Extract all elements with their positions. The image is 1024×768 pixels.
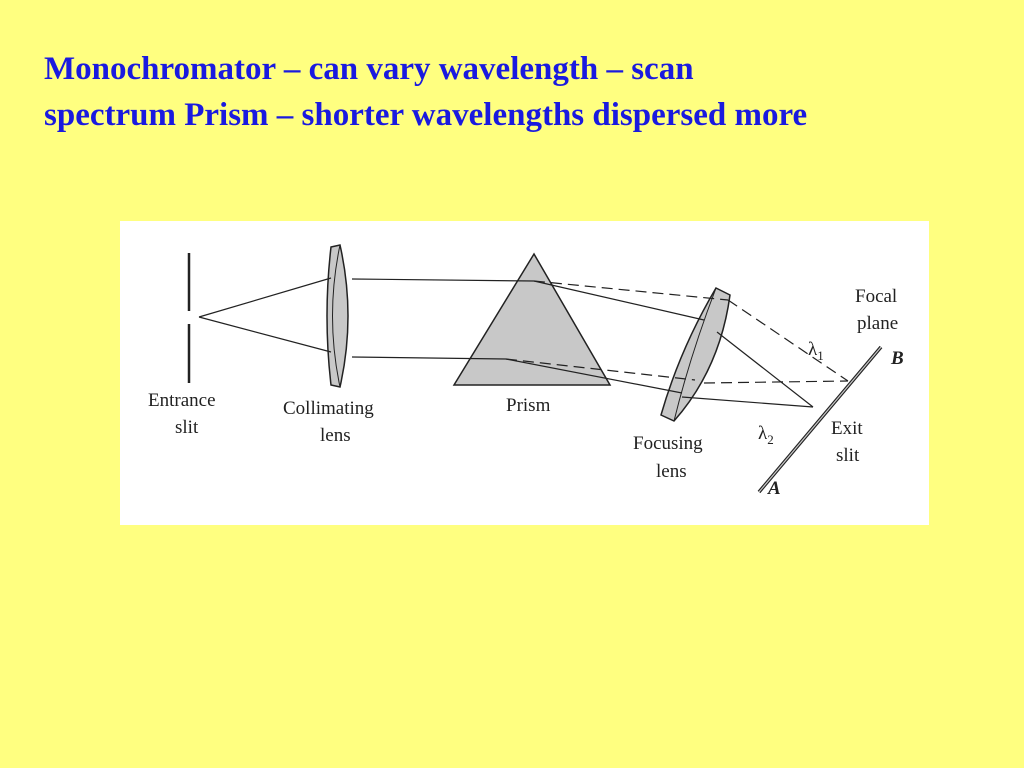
ray-slit-to-lens-lower	[198, 316, 332, 353]
focusing-lens	[660, 287, 731, 422]
collimating-lens-body	[326, 244, 349, 388]
slide-title-line-2: spectrum Prism – shorter wavelengths dis…	[44, 97, 808, 133]
ray-lambda2-lower-focus	[681, 396, 814, 408]
ray-lambda1-lower-focus	[703, 380, 849, 384]
collimating-lens-label: Collimating lens	[283, 398, 379, 446]
collimating-lens	[326, 244, 349, 388]
ray-lambda1-upper-to-lens	[533, 280, 729, 301]
lambda2-label: λ2	[758, 423, 774, 447]
slide-title: Monochromator – can vary wavelength – sc…	[44, 46, 1004, 138]
entrance-slit-label: Entrance slit	[148, 390, 220, 438]
monochromator-diagram: Entrance slit Collimating lens Prism Foc…	[120, 221, 929, 525]
ray-lambda2-lower-to-lens	[505, 358, 683, 394]
focusing-lens-body	[660, 287, 731, 422]
lambda1-label: λ1	[808, 339, 824, 363]
exit-slit-label: Exit slit	[831, 418, 867, 466]
monochromator-diagram-svg: Entrance slit Collimating lens Prism Foc…	[148, 244, 904, 499]
focusing-lens-edge	[673, 287, 717, 422]
point-a-label: A	[767, 478, 781, 499]
ray-lambda2-upper-focus	[716, 331, 814, 408]
slide-title-line-1: Monochromator – can vary wavelength – sc…	[44, 51, 694, 87]
ray-lambda1-lower-to-lens	[505, 358, 696, 381]
focal-plane-label: Focal plane	[855, 286, 902, 334]
ray-slit-to-lens-upper	[198, 277, 332, 318]
ray-collimated-upper	[351, 278, 535, 282]
ray-lambda2-upper-to-lens	[533, 280, 705, 321]
collimating-lens-edge	[332, 244, 341, 388]
focusing-lens-label: Focusing lens	[633, 433, 707, 482]
point-b-label: B	[890, 348, 904, 369]
prism-shape	[452, 252, 612, 386]
focal-plane-highlight	[758, 346, 882, 493]
prism-label: Prism	[506, 395, 551, 416]
ray-collimated-lower	[351, 356, 507, 360]
ray-lambda1-upper-focus	[727, 299, 849, 382]
